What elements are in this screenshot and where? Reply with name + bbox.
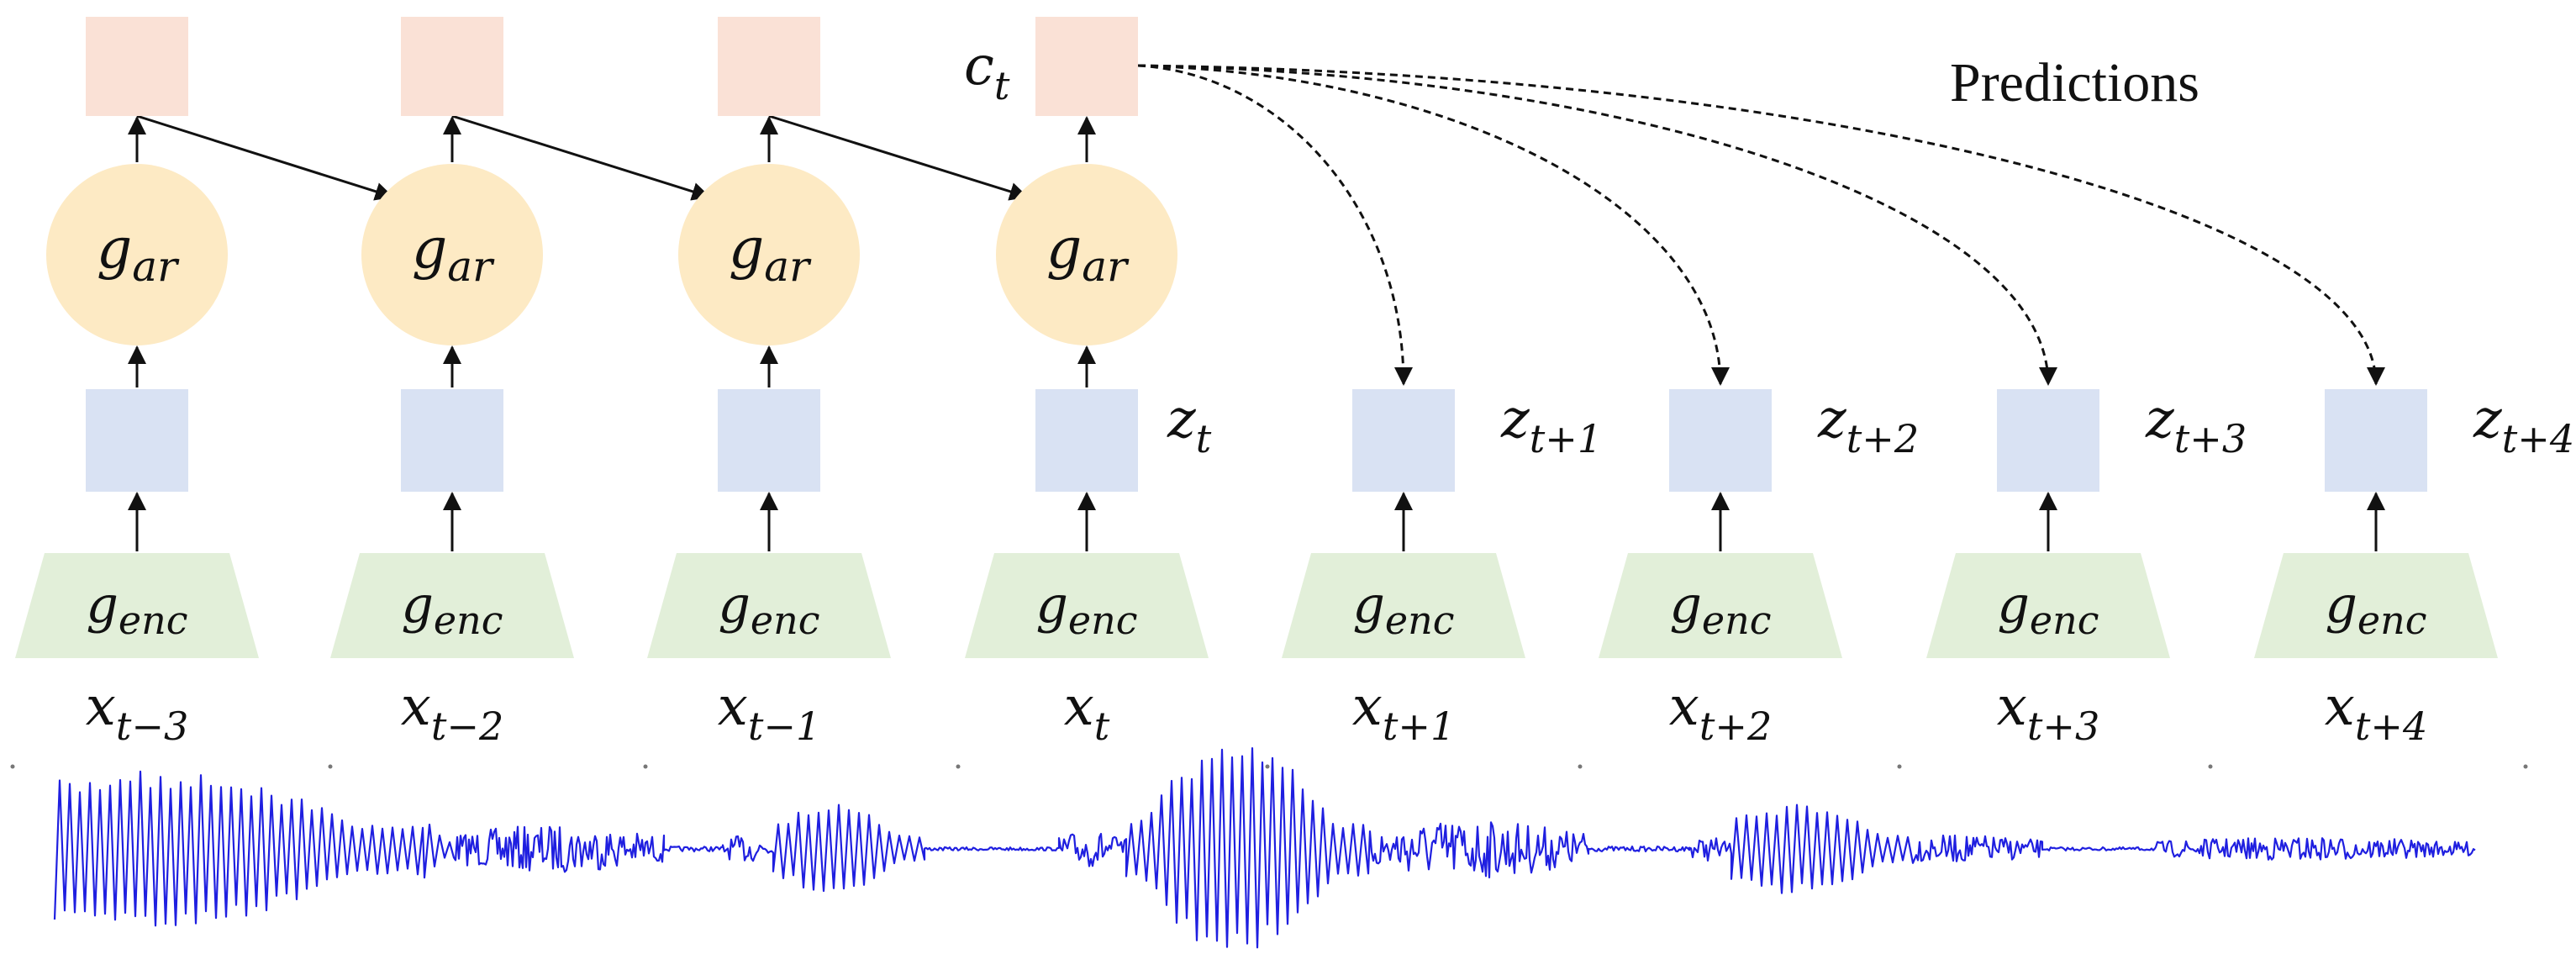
encoder-label: genc [1669,576,1771,643]
labels: genc xt−3 gar genc xt−2 gar genc xt−1 gar genc xt g… [86,35,2574,749]
encoder-block [1599,553,1842,658]
separator-dot [643,764,648,769]
encoder-label: genc [86,576,187,643]
input-label: xt−1 [718,676,821,749]
prediction-arrow [1137,64,1730,386]
latent-label: zt+3 [2145,388,2247,461]
encoder-block [15,553,259,658]
latent-box [1669,389,1772,492]
separator-dot [956,764,961,769]
recurrent-arrow [451,114,711,201]
encoder-block [1926,553,2170,658]
encoder-label: genc [401,576,503,643]
context-box [1035,17,1138,116]
autoregressive-node [46,164,228,345]
arrows [128,64,2385,551]
latent-box [2325,389,2427,492]
context-box [86,17,188,116]
encoder-block [2254,553,2498,658]
recurrent-arrow [768,114,1029,201]
waveform-trace [53,747,2476,949]
encoder-block [330,553,574,658]
ar-label: gar [97,216,180,291]
separator-dot [2523,764,2528,769]
encoder-label: genc [2325,576,2426,643]
latent-box [718,389,820,492]
separator-dot [1265,764,1270,769]
input-label: xt+4 [2325,676,2428,749]
latent-label: zt [1167,388,1212,461]
separator-dot [1897,764,1902,769]
encoder-label: genc [1035,576,1137,643]
predictions-label: Predictions [1950,52,2199,113]
latent-label: zt+2 [1817,388,1919,461]
prediction-arrow [1137,64,1413,386]
input-label: xt−3 [86,676,189,749]
input-label: xt+2 [1669,676,1773,749]
input-label: xt+1 [1352,676,1456,749]
context-label: ct [964,35,1010,108]
waveform [53,747,2476,949]
encoder-label: genc [1352,576,1454,643]
latent-box [1997,389,2099,492]
autoregressive-node [678,164,860,345]
encoder-label: genc [718,576,819,643]
input-label: xt+3 [1997,676,2100,749]
separator-dot [2208,764,2213,769]
input-label: xt−2 [401,676,504,749]
latent-label: zt+4 [2473,388,2574,461]
ar-label: gar [1046,216,1130,291]
context-box [718,17,820,116]
latent-box [1035,389,1138,492]
separator-dot [328,764,333,769]
input-label: xt [1064,676,1110,749]
prediction-arrow [1137,64,2057,386]
separator-dot [10,764,15,769]
latent-box [86,389,188,492]
separator-dot [1578,764,1583,769]
encoder-block [647,553,891,658]
ar-label: gar [729,216,812,291]
ar-label: gar [412,216,495,291]
encoder-block [965,553,1209,658]
latent-box [1352,389,1455,492]
autoregressive-node [361,164,543,345]
encoder-label: genc [1997,576,2099,643]
context-box [401,17,503,116]
nodes [15,17,2498,658]
encoder-block [1282,553,1525,658]
recurrent-arrow [136,114,394,201]
separator-dots [10,764,2528,769]
latent-label: zt+1 [1500,388,1602,461]
autoregressive-node [996,164,1177,345]
latent-box [401,389,503,492]
